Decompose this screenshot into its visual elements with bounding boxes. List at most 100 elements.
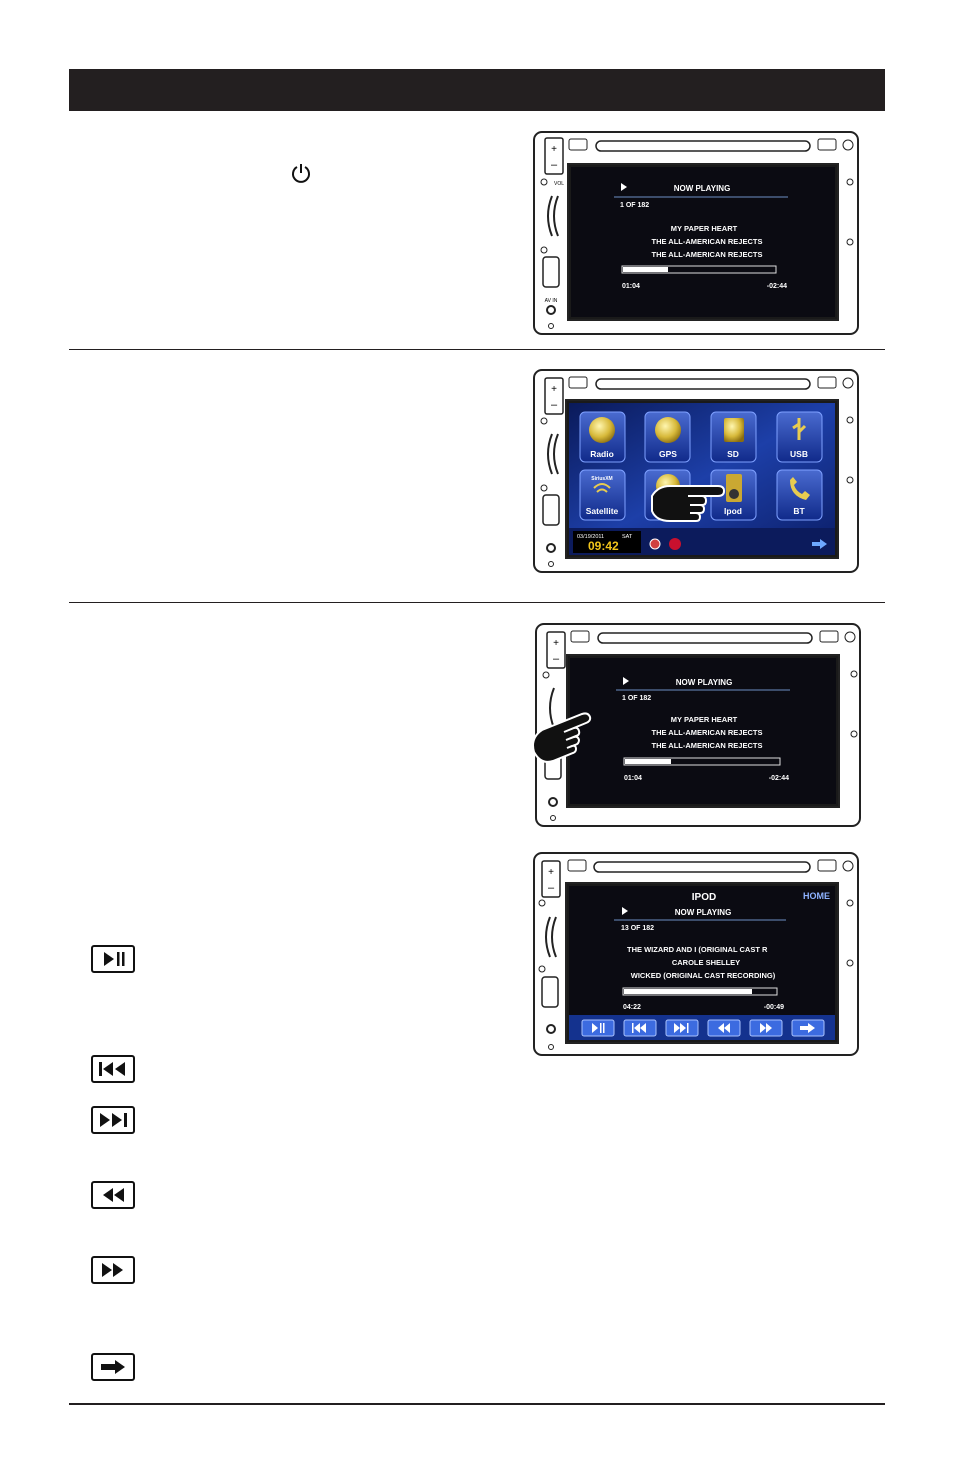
album-name: THE ALL-AMERICAN REJECTS bbox=[652, 741, 763, 750]
now-playing-title: NOW PLAYING bbox=[674, 184, 731, 193]
svg-text:SiriusXM: SiriusXM bbox=[591, 476, 612, 482]
satellite-icon bbox=[593, 483, 611, 493]
menu-tile-satellite[interactable]: SiriusXM Satellite bbox=[579, 469, 626, 521]
remaining-time: -02:44 bbox=[767, 283, 787, 290]
menu-tile-sd[interactable]: SD bbox=[710, 411, 757, 463]
progress-fill bbox=[623, 267, 668, 272]
menu-tile-radio[interactable]: Radio bbox=[579, 411, 626, 463]
artist-name: THE ALL-AMERICAN REJECTS bbox=[652, 237, 763, 246]
previous-track-button[interactable] bbox=[623, 1019, 657, 1037]
svg-text:BT: BT bbox=[793, 506, 805, 516]
menu-tile-gps[interactable]: GPS bbox=[644, 411, 691, 463]
globe-icon bbox=[655, 417, 681, 443]
svg-text:+: + bbox=[551, 384, 557, 395]
next-track-icon bbox=[674, 1023, 689, 1033]
sd-card-icon bbox=[724, 418, 744, 442]
song-title: MY PAPER HEART bbox=[671, 715, 738, 724]
previous-track-icon bbox=[99, 1062, 125, 1076]
menu-tile-bt[interactable]: BT bbox=[776, 469, 823, 521]
previous-track-key bbox=[91, 1055, 135, 1083]
progress-fill bbox=[624, 989, 752, 994]
progress-track bbox=[623, 757, 781, 766]
head-unit-main-menu: + – Radio GPS SD bbox=[532, 368, 862, 576]
phone-icon bbox=[790, 477, 810, 500]
artist-name: THE ALL-AMERICAN REJECTS bbox=[652, 728, 763, 737]
progress-fill bbox=[625, 759, 671, 764]
song-title: MY PAPER HEART bbox=[671, 224, 738, 233]
elapsed-time: 01:04 bbox=[622, 283, 640, 290]
settings-icon[interactable] bbox=[649, 538, 661, 550]
svg-text:–: – bbox=[548, 882, 555, 894]
rewind-icon bbox=[718, 1023, 730, 1033]
fast-forward-button[interactable] bbox=[749, 1019, 783, 1037]
section-divider bbox=[69, 602, 885, 603]
home-link[interactable]: HOME bbox=[803, 891, 830, 901]
ipod-header: IPOD bbox=[692, 892, 716, 903]
menu-tile-usb[interactable]: USB bbox=[776, 411, 823, 463]
svg-text:–: – bbox=[553, 653, 560, 665]
fast-forward-icon bbox=[760, 1023, 772, 1033]
elapsed-time: 01:04 bbox=[624, 775, 642, 782]
svg-text:Ipod: Ipod bbox=[724, 506, 742, 516]
svg-text:USB: USB bbox=[790, 449, 808, 459]
now-playing-title: NOW PLAYING bbox=[676, 678, 733, 687]
play-pause-icon bbox=[104, 952, 125, 966]
next-track-button[interactable] bbox=[665, 1019, 699, 1037]
pointing-hand-icon bbox=[532, 712, 592, 763]
next-track-icon bbox=[100, 1113, 127, 1127]
vol-label: VOL bbox=[554, 181, 564, 187]
menu-clock: 09:42 bbox=[588, 539, 619, 553]
track-count: 1 OF 182 bbox=[620, 202, 649, 209]
power-icon bbox=[292, 164, 310, 183]
fast-forward-icon bbox=[102, 1263, 123, 1277]
svg-text:Radio: Radio bbox=[590, 449, 614, 459]
track-count: 1 OF 182 bbox=[622, 695, 651, 702]
svg-text:+: + bbox=[551, 144, 557, 155]
now-playing-title: NOW PLAYING bbox=[675, 908, 732, 917]
arrow-right-icon bbox=[800, 1023, 815, 1033]
next-page-button[interactable] bbox=[791, 1019, 825, 1037]
svg-text:GPS: GPS bbox=[659, 449, 677, 459]
rewind-key bbox=[91, 1181, 135, 1209]
section-divider bbox=[69, 349, 885, 350]
arrow-right-icon bbox=[101, 1360, 125, 1374]
remaining-time: -00:49 bbox=[764, 1004, 784, 1011]
svg-text:–: – bbox=[551, 399, 558, 411]
progress-track bbox=[621, 265, 777, 274]
next-track-key bbox=[91, 1106, 135, 1134]
play-pause-button[interactable] bbox=[581, 1019, 615, 1037]
svg-text:SD: SD bbox=[727, 449, 739, 459]
rewind-button[interactable] bbox=[707, 1019, 741, 1037]
menu-date: 03/19/2011 bbox=[577, 534, 604, 540]
radio-icon bbox=[589, 417, 615, 443]
head-unit-now-playing: + – VOL AV IN NOW PLAYING 1 OF 182 MY PA… bbox=[532, 130, 862, 338]
svg-text:+: + bbox=[548, 867, 554, 878]
remaining-time: -02:44 bbox=[769, 775, 789, 782]
power-off-icon[interactable] bbox=[669, 538, 681, 550]
head-unit-ipod: + – IPOD HOME NOW PLAYING 13 OF 182 THE … bbox=[532, 851, 862, 1059]
play-pause-icon bbox=[592, 1023, 598, 1033]
album-name: THE ALL-AMERICAN REJECTS bbox=[652, 250, 763, 259]
song-title: THE WIZARD AND I (ORIGINAL CAST R bbox=[627, 945, 768, 954]
head-unit-now-playing-touch: + – NOW PLAYING 1 OF 182 MY PAPER HEART … bbox=[534, 622, 864, 830]
fast-forward-key bbox=[91, 1256, 135, 1284]
next-page-icon[interactable] bbox=[812, 539, 827, 549]
rewind-icon bbox=[103, 1188, 124, 1202]
artist-name: CAROLE SHELLEY bbox=[672, 958, 740, 967]
pointing-hand-icon bbox=[651, 485, 726, 522]
svg-text:–: – bbox=[551, 159, 558, 171]
album-name: WICKED (ORIGINAL CAST RECORDING) bbox=[631, 971, 776, 980]
play-pause-key bbox=[91, 945, 135, 973]
av-in-label: AV IN bbox=[545, 298, 558, 304]
next-page-key bbox=[91, 1353, 135, 1381]
menu-day: SAT bbox=[622, 534, 633, 540]
svg-text:+: + bbox=[553, 638, 559, 649]
section-header-bar bbox=[69, 69, 885, 111]
previous-track-icon bbox=[632, 1023, 646, 1033]
menu-tile-ipod[interactable]: Ipod bbox=[710, 469, 757, 521]
footer-rule bbox=[69, 1403, 885, 1405]
svg-text:Satellite: Satellite bbox=[586, 506, 619, 516]
track-count: 13 OF 182 bbox=[621, 925, 654, 932]
elapsed-time: 04:22 bbox=[623, 1004, 641, 1011]
usb-icon bbox=[792, 418, 807, 440]
